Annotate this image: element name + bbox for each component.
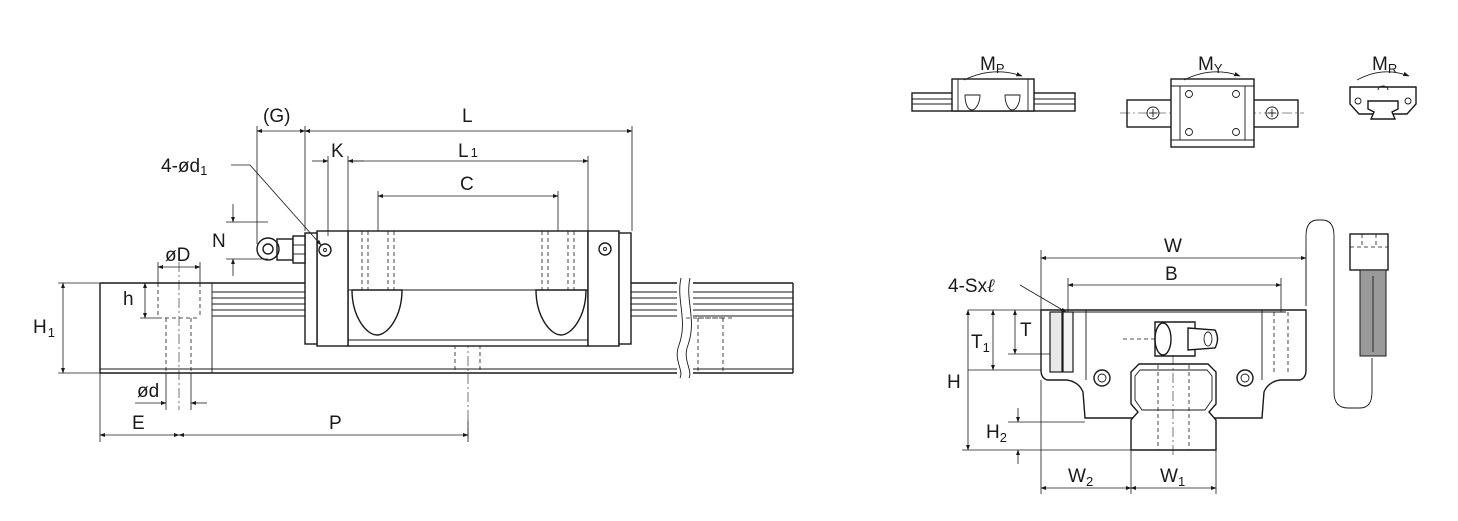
end-view: W B 4-Sxℓ T T1 H H2 W2 W1 <box>947 219 1389 494</box>
label-h2: H2 <box>986 422 1007 445</box>
label-phi-d-big: øD <box>165 245 190 266</box>
label-t1: T1 <box>971 332 990 355</box>
label-my-main: M <box>1198 54 1214 75</box>
label-h1: H1 <box>33 317 55 340</box>
label-t1-main: T <box>971 332 983 353</box>
label-h-small: h <box>123 289 134 310</box>
label-mr-sub: R <box>1388 61 1397 76</box>
label-l1-sub: 1 <box>471 145 478 160</box>
label-w2-main: W <box>1068 466 1086 487</box>
label-mr: MR <box>1372 54 1397 76</box>
rail-end <box>1130 363 1217 451</box>
rail-hole-right <box>686 317 735 373</box>
label-t1-sub: 1 <box>983 340 990 355</box>
label-n: N <box>212 231 226 252</box>
label-l1-main: L <box>458 141 469 162</box>
label-b: B <box>1165 264 1178 285</box>
label-d1-sub: 1 <box>200 163 207 178</box>
label-mp: MP <box>980 54 1005 76</box>
label-w1-main: W <box>1160 466 1178 487</box>
end-dimensions <box>962 250 1307 494</box>
label-mp-main: M <box>980 54 996 75</box>
label-phi-d-small: ød <box>137 381 159 402</box>
side-dimensions <box>58 126 633 442</box>
rail-mount-hole <box>157 262 201 410</box>
label-my: MY <box>1198 54 1223 76</box>
label-c: C <box>460 174 474 195</box>
label-e: E <box>132 413 145 434</box>
grease-nipple <box>256 235 306 264</box>
side-view: (G) L K L1 4-ød1 C N øD h H1 ød E P <box>33 106 794 442</box>
label-h1-sub: 1 <box>48 325 55 340</box>
bolt-icon <box>1349 233 1389 357</box>
label-h-big: H <box>947 372 961 393</box>
label-d1-main: 4-ød <box>161 156 200 177</box>
label-l: L <box>462 106 473 127</box>
label-g: (G) <box>263 106 290 127</box>
label-w1-sub: 1 <box>1178 474 1185 489</box>
label-sxl: 4-Sxℓ <box>948 275 995 297</box>
label-sxl-main: 4-Sx <box>948 276 988 297</box>
moment-pitch-icon: MP <box>911 54 1076 112</box>
label-p: P <box>329 413 342 434</box>
label-w2: W2 <box>1068 466 1093 489</box>
label-t: T <box>1020 320 1032 341</box>
moment-roll-icon: MR <box>1349 54 1417 120</box>
label-my-sub: Y <box>1214 61 1223 76</box>
rail-hole-center <box>454 338 481 442</box>
label-h2-sub: 2 <box>1000 430 1007 445</box>
label-w2-sub: 2 <box>1086 474 1093 489</box>
label-mr-main: M <box>1372 54 1388 75</box>
label-mp-sub: P <box>996 61 1005 76</box>
label-k: K <box>331 141 344 162</box>
carriage-block-side <box>304 230 632 347</box>
moment-yaw-icon: MY <box>1120 54 1304 148</box>
label-d1: 4-ød1 <box>161 156 207 178</box>
label-h2-main: H <box>986 422 1000 443</box>
label-h1-main: H <box>33 317 47 338</box>
label-w1: W1 <box>1160 466 1185 489</box>
label-sxl-ell: ℓ <box>987 275 995 297</box>
label-w: W <box>1164 236 1182 257</box>
